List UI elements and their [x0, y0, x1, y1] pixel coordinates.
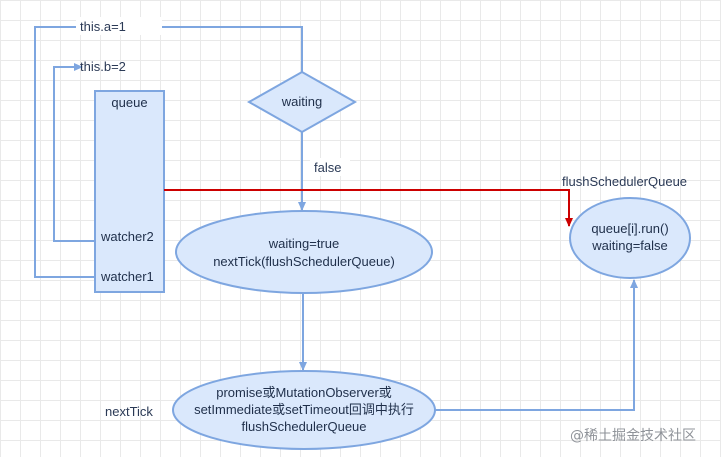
nexttick-label: nextTick	[105, 404, 153, 419]
promise-line2: setImmediate或setTimeout回调中执行	[194, 402, 414, 417]
run-ellipse	[569, 197, 691, 279]
edge-false-label: false	[314, 160, 341, 175]
run-line1: queue[i].run()	[591, 221, 668, 236]
edge-flush-red	[164, 189, 573, 227]
edge-this-a	[34, 26, 306, 278]
waiting-decision-label: waiting	[281, 94, 322, 109]
run-line2: waiting=false	[591, 238, 668, 253]
waiting-true-ellipse	[175, 210, 433, 294]
queue-title: queue	[111, 95, 147, 110]
waiting-true-line2: nextTick(flushSchedulerQueue)	[213, 254, 395, 269]
edge-flush-label: flushSchedulerQueue	[562, 174, 687, 189]
promise-line3: flushSchedulerQueue	[241, 419, 366, 434]
promise-line1: promise或MutationObserver或	[216, 385, 392, 400]
edge-callback	[435, 279, 638, 411]
waiting-true-line1: waiting=true	[268, 236, 339, 251]
edge-this-b	[53, 63, 94, 242]
queue-box	[94, 90, 165, 293]
queue-item-watcher1: watcher1	[100, 269, 154, 284]
edge-this-b-label: this.b=2	[80, 59, 126, 74]
edge-this-a-label: this.a=1	[80, 19, 126, 34]
watermark: @稀土掘金技术社区	[570, 428, 696, 444]
queue-item-watcher2: watcher2	[100, 229, 154, 244]
